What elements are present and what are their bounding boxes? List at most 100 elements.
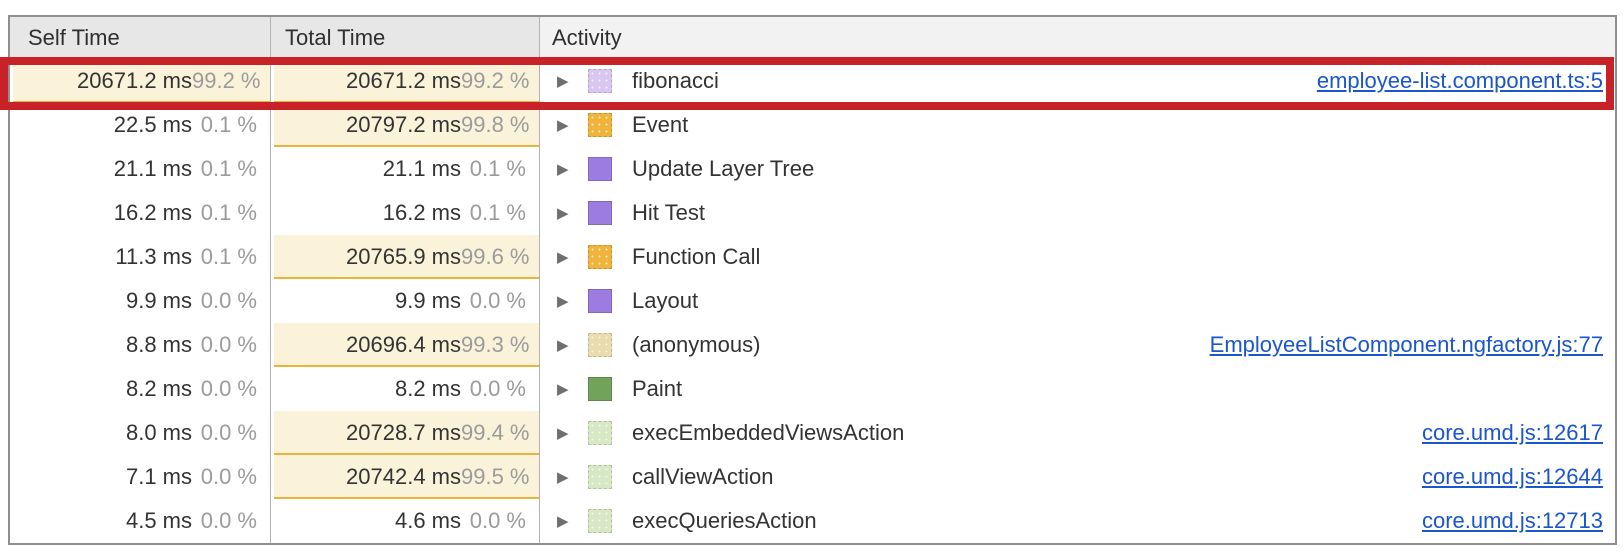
total-time-value: 8.2 ms (394, 376, 461, 401)
column-header-activity[interactable]: Activity (540, 17, 1615, 59)
activity-label: (anonymous) (632, 332, 761, 357)
total-time-value: 20696.4 ms (346, 332, 461, 357)
total-time-percent: 99.3 % (461, 332, 530, 357)
column-header-self-time[interactable]: Self Time (10, 17, 271, 59)
self-time-percent: 0.0 % (200, 288, 257, 313)
table-row[interactable]: 4.5 ms 0.0 % 4.6 ms 0.0 % ▶ execQueriesA… (10, 499, 1615, 543)
category-swatch-icon (588, 113, 612, 137)
self-time-value: 11.3 ms (115, 244, 192, 269)
category-swatch-icon (588, 509, 612, 533)
table-row[interactable]: 9.9 ms 0.0 % 9.9 ms 0.0 % ▶ Layout (10, 279, 1615, 323)
total-time-cell: 9.9 ms 0.0 % (271, 279, 540, 323)
self-time-cell: 4.5 ms 0.0 % (10, 499, 271, 543)
self-time-value: 4.5 ms (125, 508, 192, 533)
category-swatch-icon (588, 333, 612, 357)
table-row[interactable]: 7.1 ms 0.0 % 20742.4 ms 99.5 % ▶ callVie… (10, 455, 1615, 499)
category-swatch-icon (588, 465, 612, 489)
self-time-value: 21.1 ms (113, 156, 192, 181)
expand-arrow-icon[interactable]: ▶ (557, 292, 569, 310)
self-time-percent: 0.1 % (200, 200, 257, 225)
self-time-cell: 20671.2 ms 99.2 % (10, 59, 271, 103)
total-time-percent: 99.2 % (461, 68, 530, 93)
total-time-cell: 8.2 ms 0.0 % (271, 367, 540, 411)
total-time-value: 20765.9 ms (346, 244, 461, 269)
activity-label: Hit Test (632, 200, 705, 225)
table-row[interactable]: 16.2 ms 0.1 % 16.2 ms 0.1 % ▶ Hit Test (10, 191, 1615, 235)
activity-label: execEmbeddedViewsAction (632, 420, 905, 445)
total-time-value: 20797.2 ms (346, 112, 461, 137)
total-time-cell: 20671.2 ms 99.2 % (271, 59, 540, 103)
activity-label: Paint (632, 376, 683, 401)
total-time-value: 20671.2 ms (346, 68, 461, 93)
activity-cell: ▶ execQueriesAction core.umd.js:12713 (540, 499, 1615, 543)
category-swatch-icon (588, 157, 612, 181)
table-row[interactable]: 11.3 ms 0.1 % 20765.9 ms 99.6 % ▶ Functi… (10, 235, 1615, 279)
source-location-link[interactable]: core.umd.js:12644 (1422, 464, 1603, 489)
self-time-cell: 16.2 ms 0.1 % (10, 191, 271, 235)
expand-arrow-icon[interactable]: ▶ (557, 160, 569, 178)
self-time-cell: 7.1 ms 0.0 % (10, 455, 271, 499)
table-row[interactable]: 8.2 ms 0.0 % 8.2 ms 0.0 % ▶ Paint (10, 367, 1615, 411)
expand-arrow-icon[interactable]: ▶ (557, 424, 569, 442)
activity-label: Function Call (632, 244, 761, 269)
source-location-link[interactable]: EmployeeListComponent.ngfactory.js:77 (1209, 332, 1603, 357)
source-location-link[interactable]: core.umd.js:12713 (1422, 508, 1603, 533)
activity-cell: ▶ Layout (540, 279, 1615, 323)
expand-arrow-icon[interactable]: ▶ (557, 72, 569, 90)
column-header-total-time[interactable]: Total Time (271, 17, 540, 59)
total-time-value: 21.1 ms (382, 156, 461, 181)
self-time-cell: 8.8 ms 0.0 % (10, 323, 271, 367)
category-swatch-icon (588, 69, 612, 93)
self-time-value: 8.0 ms (125, 420, 192, 445)
total-time-cell: 20742.4 ms 99.5 % (271, 455, 540, 499)
self-time-percent: 0.0 % (200, 376, 257, 401)
expand-arrow-icon[interactable]: ▶ (557, 468, 569, 486)
total-time-cell: 20728.7 ms 99.4 % (271, 411, 540, 455)
self-time-value: 8.8 ms (125, 332, 192, 357)
total-time-value: 9.9 ms (394, 288, 461, 313)
expand-arrow-icon[interactable]: ▶ (557, 380, 569, 398)
table-row[interactable]: 8.0 ms 0.0 % 20728.7 ms 99.4 % ▶ execEmb… (10, 411, 1615, 455)
self-time-value: 9.9 ms (125, 288, 192, 313)
source-location-link[interactable]: core.umd.js:12617 (1422, 420, 1603, 445)
self-time-percent: 0.1 % (200, 244, 257, 269)
self-time-cell: 11.3 ms 0.1 % (10, 235, 271, 279)
activity-cell: ▶ callViewAction core.umd.js:12644 (540, 455, 1615, 499)
table-body: 20671.2 ms 99.2 % 20671.2 ms 99.2 % ▶ fi… (10, 59, 1615, 543)
total-time-cell: 21.1 ms 0.1 % (271, 147, 540, 191)
table-row[interactable]: 21.1 ms 0.1 % 21.1 ms 0.1 % ▶ Update Lay… (10, 147, 1615, 191)
self-time-cell: 9.9 ms 0.0 % (10, 279, 271, 323)
total-time-percent: 0.0 % (469, 508, 526, 533)
self-time-percent: 0.0 % (200, 464, 257, 489)
self-time-percent: 0.1 % (200, 156, 257, 181)
self-time-percent: 0.1 % (200, 112, 257, 137)
total-time-percent: 99.5 % (461, 464, 530, 489)
source-location-link[interactable]: employee-list.component.ts:5 (1316, 68, 1603, 93)
activity-cell: ▶ execEmbeddedViewsAction core.umd.js:12… (540, 411, 1615, 455)
activity-label: Event (632, 112, 689, 137)
self-time-cell: 8.2 ms 0.0 % (10, 367, 271, 411)
activity-label: Update Layer Tree (632, 156, 815, 181)
expand-arrow-icon[interactable]: ▶ (557, 512, 569, 530)
total-time-value: 4.6 ms (394, 508, 461, 533)
table-row[interactable]: 8.8 ms 0.0 % 20696.4 ms 99.3 % ▶ (anonym… (10, 323, 1615, 367)
total-time-value: 16.2 ms (382, 200, 461, 225)
total-time-cell: 20797.2 ms 99.8 % (271, 103, 540, 147)
total-time-percent: 0.1 % (469, 200, 526, 225)
expand-arrow-icon[interactable]: ▶ (557, 336, 569, 354)
activity-cell: ▶ Update Layer Tree (540, 147, 1615, 191)
activity-cell: ▶ Event (540, 103, 1615, 147)
self-time-cell: 21.1 ms 0.1 % (10, 147, 271, 191)
self-time-cell: 22.5 ms 0.1 % (10, 103, 271, 147)
expand-arrow-icon[interactable]: ▶ (557, 116, 569, 134)
expand-arrow-icon[interactable]: ▶ (557, 204, 569, 222)
category-swatch-icon (588, 421, 612, 445)
category-swatch-icon (588, 245, 612, 269)
table-row[interactable]: 22.5 ms 0.1 % 20797.2 ms 99.8 % ▶ Event (10, 103, 1615, 147)
activity-label: callViewAction (632, 464, 774, 489)
total-time-cell: 4.6 ms 0.0 % (271, 499, 540, 543)
expand-arrow-icon[interactable]: ▶ (557, 248, 569, 266)
total-time-value: 20728.7 ms (346, 420, 461, 445)
total-time-percent: 0.0 % (469, 376, 526, 401)
table-row[interactable]: 20671.2 ms 99.2 % 20671.2 ms 99.2 % ▶ fi… (10, 59, 1615, 103)
